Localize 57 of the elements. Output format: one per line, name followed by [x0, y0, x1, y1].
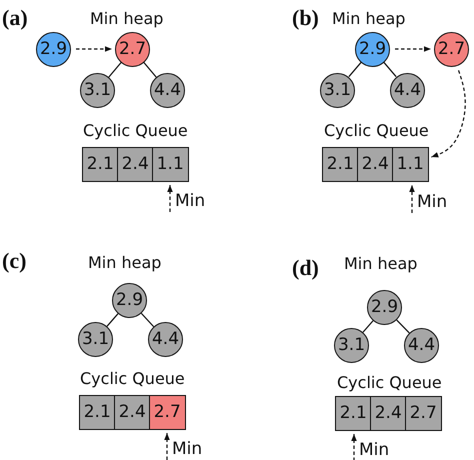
arrow — [395, 46, 431, 52]
heading: Min heap — [344, 256, 418, 272]
heap-node: 4.4 — [390, 72, 425, 108]
heap-node: 3.1 — [78, 322, 113, 357]
pointer-label: Min — [359, 442, 390, 459]
panel-label: (a) — [2, 7, 28, 29]
arrow — [76, 46, 112, 52]
heading: Cyclic Queue — [83, 123, 188, 139]
queue-cell: 2.4 — [117, 147, 154, 182]
heap-node: 3.1 — [334, 328, 369, 363]
heap-node: 2.9 — [112, 283, 147, 318]
heading: Min heap — [88, 255, 162, 271]
panel-label: (d) — [292, 257, 319, 279]
link-line — [348, 62, 362, 78]
queue-cell: 2.1 — [82, 147, 118, 182]
heap-node: 2.9 — [36, 32, 71, 66]
queue-cell: 2.1 — [322, 147, 358, 182]
heap-node: 3.1 — [320, 72, 355, 108]
arrow — [164, 433, 170, 460]
arrow — [167, 185, 173, 212]
link-line — [106, 313, 118, 327]
arrow — [431, 70, 466, 158]
heading: Cyclic Queue — [337, 375, 442, 391]
heading: Cyclic Queue — [324, 123, 429, 139]
pointer-label: Min — [417, 194, 448, 211]
arrow — [409, 185, 415, 213]
arrow — [351, 434, 357, 460]
queue-cell: 2.4 — [357, 147, 394, 182]
link-line — [108, 62, 122, 78]
heap-node: 4.4 — [150, 73, 185, 108]
heap-node: 2.7 — [115, 32, 150, 66]
link-line — [143, 62, 157, 78]
queue-cell: 1.1 — [392, 147, 428, 182]
link-line — [362, 320, 374, 333]
heading: Min heap — [90, 11, 164, 27]
heap-node: 2.7 — [434, 32, 469, 66]
queue-cell: 2.1 — [79, 395, 116, 430]
pointer-label: Min — [175, 193, 206, 210]
link-line — [396, 320, 410, 334]
link-line — [140, 312, 154, 328]
panel-label: (b) — [292, 7, 319, 29]
heap-node: 2.9 — [355, 32, 390, 66]
heap-node: 4.4 — [148, 322, 183, 357]
pointer-label: Min — [172, 441, 202, 458]
queue-cell: 2.4 — [114, 395, 150, 430]
link-line — [383, 62, 397, 78]
queue-cell: 2.4 — [370, 396, 406, 431]
queue-cell: 2.1 — [335, 396, 372, 431]
queue-cell: 2.7 — [149, 395, 186, 430]
heap-node: 4.4 — [404, 328, 439, 363]
queue-cell: 1.1 — [152, 147, 188, 182]
heap-node: 2.9 — [367, 290, 402, 325]
panel-label: (c) — [2, 250, 26, 272]
heading: Cyclic Queue — [80, 371, 185, 387]
heading: Min heap — [332, 11, 406, 27]
queue-cell: 2.7 — [405, 396, 442, 431]
heap-node: 3.1 — [80, 73, 115, 108]
